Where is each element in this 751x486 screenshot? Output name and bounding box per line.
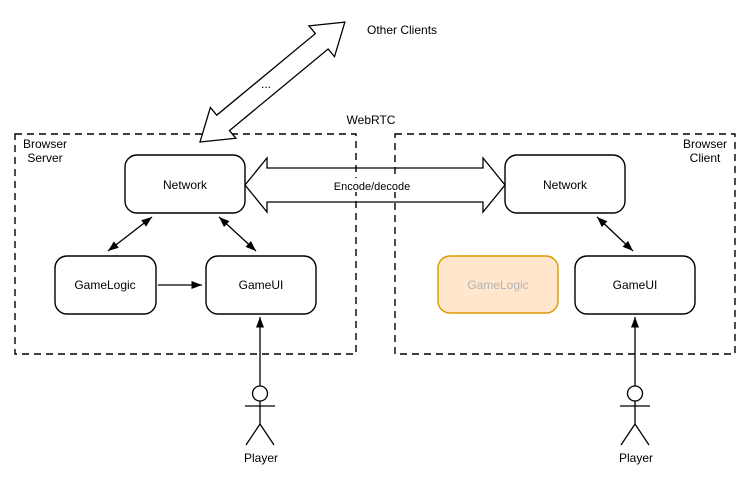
- server-player-label: Player: [244, 451, 278, 465]
- client-player-head: [626, 385, 644, 402]
- browser-server-label-line2: Server: [27, 151, 62, 165]
- client-gamelogic-node-disabled: [437, 255, 559, 314]
- client-player-label: Player: [619, 451, 653, 465]
- client-network-node: [504, 154, 626, 214]
- browser-client-label-line2: Client: [690, 151, 721, 165]
- browser-client-container: [394, 133, 736, 355]
- server-player-figure: [245, 317, 275, 446]
- server-network-label: Network: [163, 178, 208, 192]
- client-gameui-label: GameUI: [613, 278, 658, 292]
- webrtc-label: WebRTC: [347, 113, 396, 127]
- edge-server-network-gamelogic: [107, 216, 153, 252]
- client-player-figure: [620, 317, 650, 446]
- client-gameui-node: [574, 255, 696, 315]
- edge-client-network-gameui: [596, 216, 634, 252]
- encode-decode-label: Encode/decode: [334, 181, 410, 193]
- server-network-node: [124, 154, 246, 214]
- server-gamelogic-label: GameLogic: [74, 278, 135, 292]
- other-clients-label: Other Clients: [367, 23, 437, 37]
- browser-server-label-line1: Browser: [23, 137, 67, 151]
- other-clients-arrow: [199, 21, 346, 143]
- server-gameui-node: [205, 255, 317, 315]
- client-network-label: Network: [543, 178, 588, 192]
- encode-decode-label-background: [331, 178, 413, 192]
- browser-server-container: [14, 133, 357, 355]
- server-player-head: [251, 385, 269, 402]
- client-gamelogic-label: GameLogic: [467, 278, 528, 292]
- other-clients-arrow-ellipsis-label: ...: [261, 77, 271, 91]
- server-gamelogic-node: [54, 255, 157, 315]
- edge-server-network-gameui: [218, 216, 257, 252]
- browser-client-label-line1: Browser: [683, 137, 727, 151]
- server-gameui-label: GameUI: [239, 278, 284, 292]
